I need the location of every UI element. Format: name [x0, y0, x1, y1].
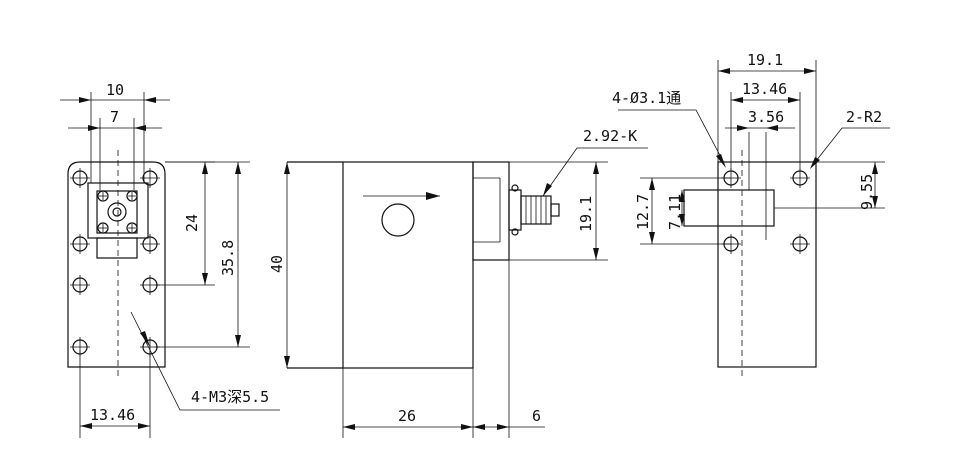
left-view: 10 7 24 35.8 [60, 81, 280, 438]
side-hole [381, 203, 415, 237]
connector-leader: 2.92-K [542, 127, 648, 197]
waveguide-lower [96, 237, 138, 259]
dim-19-1-side: 19.1 [509, 161, 608, 261]
dim-7-11: 7.11 [666, 190, 685, 230]
dim-3-56-label: 3.56 [748, 108, 784, 126]
connector-center-inner [112, 207, 122, 217]
connector-center [107, 202, 127, 222]
dim-13-46-bottom-label: 13.46 [90, 406, 135, 424]
flange-inner [96, 190, 138, 234]
dim-40: 40 [268, 162, 290, 368]
dim-24: 24 [155, 161, 215, 286]
flange-screw-holes [97, 190, 138, 234]
dim-6: 6 [473, 260, 545, 438]
radius-leader: 2-R2 [810, 108, 890, 169]
hole-m3-leader: 4-M3深5.5 [130, 311, 280, 411]
sma-connector [508, 184, 560, 236]
dim-35-8: 35.8 [155, 161, 250, 348]
dim-24-label: 24 [183, 214, 201, 232]
middle-view: 40 26 6 19.1 [268, 127, 648, 438]
right-view-outline [717, 161, 817, 368]
dim-26-label: 26 [398, 407, 416, 425]
dim-19-1-top: 19.1 [717, 51, 817, 162]
dim-26: 26 [342, 368, 474, 438]
dim-19-1-top-label: 19.1 [747, 51, 783, 69]
dim-13-46-top-label: 13.46 [742, 80, 787, 98]
dim-19-1-side-label: 19.1 [577, 196, 595, 232]
dim-13-46-top: 13.46 [730, 80, 801, 170]
hole-m3-label: 4-M3深5.5 [191, 388, 269, 406]
dim-7: 7 [68, 108, 162, 190]
hole-3-1-leader: 4-Ø3.1通 [612, 89, 726, 168]
hole-3-1-label: 4-Ø3.1通 [612, 89, 681, 107]
waveguide-slot [683, 189, 775, 227]
through-holes [721, 168, 810, 254]
dim-9-55: 9.55 [774, 161, 885, 210]
dim-6-label: 6 [532, 407, 541, 425]
side-flange [472, 161, 510, 261]
dim-35-8-label: 35.8 [219, 240, 237, 276]
dim-3-56: 3.56 [725, 108, 795, 131]
left-view-outline [67, 161, 166, 368]
dim-7-label: 7 [110, 108, 119, 126]
dim-12-7: 12.7 [634, 177, 731, 245]
dim-13-46-bottom: 13.46 [79, 350, 151, 438]
mounting-holes [70, 168, 160, 357]
dim-40-label: 40 [268, 255, 286, 273]
dim-10: 10 [60, 81, 170, 183]
dim-10-label: 10 [106, 81, 124, 99]
dim-12-7-label: 12.7 [634, 194, 652, 230]
dim-7-11-label: 7.11 [666, 194, 684, 230]
connector-label: 2.92-K [583, 127, 637, 145]
radius-label: 2-R2 [846, 108, 882, 126]
right-view: 19.1 13.46 3.56 4-Ø3.1通 2-R2 [612, 51, 890, 380]
direction-arrow [363, 192, 440, 200]
middle-body-outline [342, 161, 474, 369]
dim-9-55-label: 9.55 [858, 174, 876, 210]
